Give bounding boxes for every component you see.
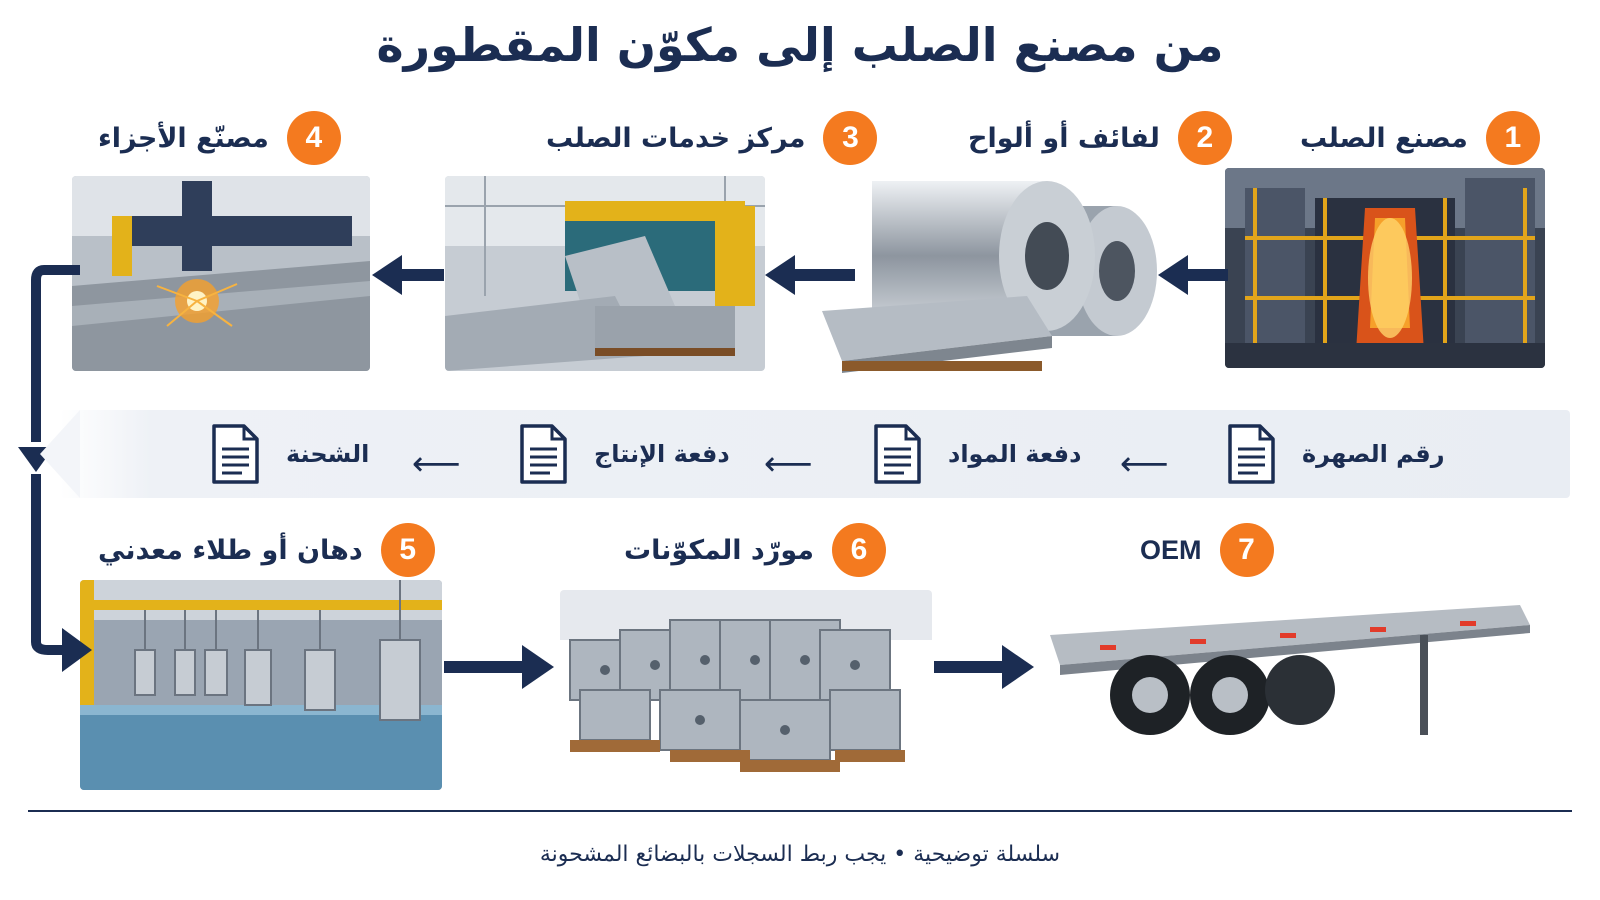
step-6-badge: 6 (831, 523, 886, 577)
record-heat-number-label: رقم الصهرة (1302, 440, 1445, 468)
step-3-label: مركز خدمات الصلب (546, 122, 806, 154)
footer-divider (28, 810, 1572, 812)
arrow-2-to-3 (765, 250, 855, 300)
arrow-1-to-2 (1158, 250, 1228, 300)
record-arrow-2: ⟵ (764, 444, 813, 484)
record-material-batch: دفعة المواد (872, 420, 1081, 488)
step-5-badge: 5 (380, 523, 435, 577)
arrow-3-to-4 (372, 250, 444, 300)
record-shipment-label: الشحنة (286, 440, 370, 468)
parts-fabricator-image (72, 176, 370, 371)
service-center-image (445, 176, 765, 371)
step-1-label: مصنع الصلب (1300, 122, 1468, 154)
record-production-batch: دفعة الإنتاج (518, 420, 730, 488)
step-5-header: 5 دهان أو طلاء معدني (98, 522, 435, 578)
step-6-label: مورّد المكوّنات (624, 534, 814, 566)
record-arrow-3: ⟵ (412, 444, 461, 484)
record-shipment: الشحنة (210, 420, 369, 488)
step-2-label: لفائف أو ألواح (968, 122, 1160, 154)
coating-line-image (80, 580, 442, 790)
steel-mill-image (1225, 168, 1545, 368)
flatbed-trailer-image (1040, 595, 1550, 765)
records-band (40, 410, 1570, 498)
step-5-label: دهان أو طلاء معدني (98, 534, 363, 566)
components-pallets-image (560, 590, 932, 790)
document-icon (874, 424, 921, 484)
document-icon (520, 424, 567, 484)
footer-note: سلسلة توضيحية • يجب ربط السجلات بالبضائع… (539, 842, 1061, 867)
step-6-header: 6 مورّد المكوّنات (624, 522, 886, 578)
step-4-label: مصنّع الأجزاء (98, 122, 269, 154)
step-7-label: OEM (1140, 534, 1202, 565)
step-2-header: 2 لفائف أو ألواح (968, 110, 1232, 166)
record-material-batch-label: دفعة المواد (948, 440, 1082, 468)
arrow-5-to-6 (444, 642, 554, 692)
step-3-badge: 3 (823, 111, 878, 165)
step-7-header: 7 OEM (1140, 522, 1274, 578)
record-arrow-1: ⟵ (1120, 444, 1169, 484)
document-icon (212, 424, 259, 484)
page-title: من مصنع الصلب إلى مكوّن المقطورة (376, 18, 1224, 72)
step-2-badge: 2 (1177, 111, 1232, 165)
step-4-badge: 4 (286, 111, 341, 165)
step-4-header: 4 مصنّع الأجزاء (98, 110, 341, 166)
arrow-6-to-7 (934, 642, 1034, 692)
document-icon (1228, 424, 1275, 484)
steel-coils-image (812, 176, 1157, 376)
record-heat-number: رقم الصهرة (1226, 420, 1445, 488)
step-7-badge: 7 (1219, 523, 1274, 577)
step-1-badge: 1 (1485, 111, 1540, 165)
step-3-header: 3 مركز خدمات الصلب (546, 110, 878, 166)
step-1-header: 1 مصنع الصلب (1300, 110, 1540, 166)
record-production-batch-label: دفعة الإنتاج (594, 440, 730, 468)
